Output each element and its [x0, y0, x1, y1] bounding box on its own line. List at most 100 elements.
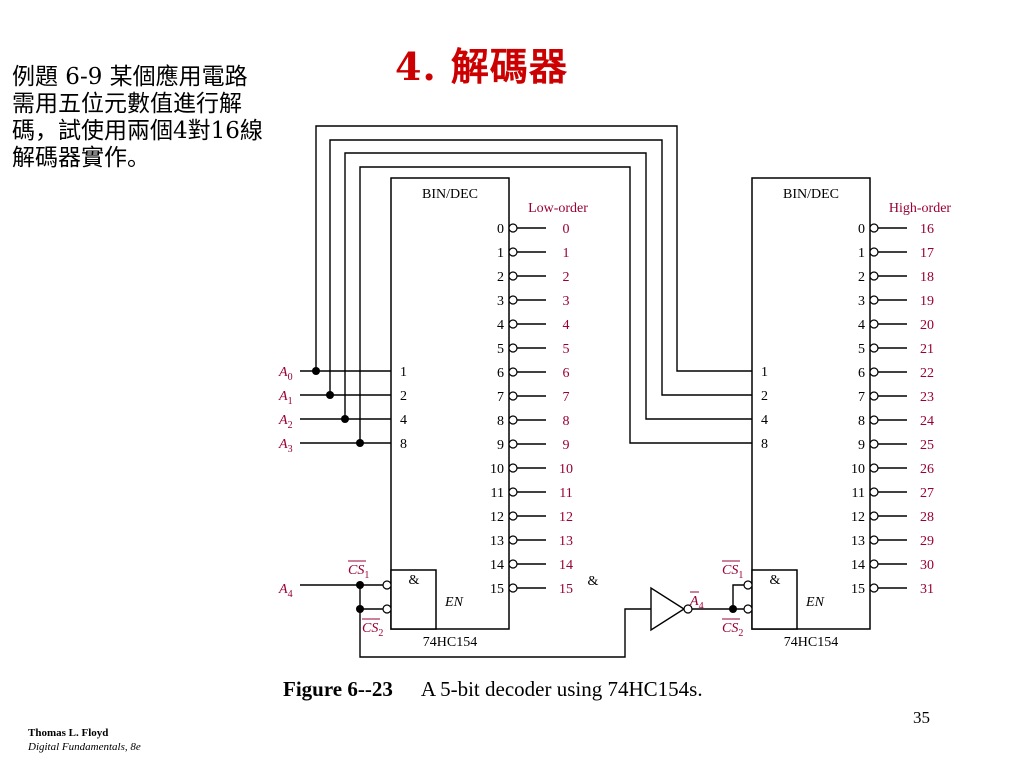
- inversion-bubble: [869, 247, 879, 257]
- high-pin-number: 0: [858, 222, 865, 237]
- cs1-label-high: CS1: [722, 563, 743, 581]
- low-output-label: 9: [563, 438, 570, 453]
- address-label-a2: A2: [278, 413, 293, 431]
- high-output-label: 17: [920, 246, 934, 261]
- low-input-weight: 8: [400, 437, 407, 452]
- high-input-weight: 2: [761, 389, 768, 404]
- inversion-bubble: [508, 271, 518, 281]
- high-output-label: 27: [920, 486, 934, 501]
- low-output-label: 3: [563, 294, 570, 309]
- low-pin-number: 3: [497, 294, 504, 309]
- high-pin-number: 3: [858, 294, 865, 309]
- inversion-bubble: [508, 535, 518, 545]
- inverter-triangle: [650, 586, 686, 632]
- inversion-bubble: [508, 415, 518, 425]
- low-pin-number: 8: [497, 414, 504, 429]
- low-order-label: Low-order: [528, 201, 588, 216]
- high-pin-number: 15: [851, 582, 865, 597]
- high-pin-number: 11: [852, 486, 865, 501]
- inversion-bubble: [508, 343, 518, 353]
- a4-to-inverter: [359, 608, 651, 658]
- inversion-bubble: [508, 319, 518, 329]
- high-chip-name: 74HC154: [784, 635, 838, 650]
- figure-caption: Figure 6--23 A 5-bit decoder using 74HC15…: [283, 677, 703, 702]
- high-output-label: 29: [920, 534, 934, 549]
- figure-number: Figure 6--23: [283, 677, 393, 701]
- high-pin-number: 9: [858, 438, 865, 453]
- low-pin-number: 11: [491, 486, 504, 501]
- low-output-label: 0: [563, 222, 570, 237]
- high-output-label: 26: [920, 462, 934, 477]
- inversion-bubble: [869, 295, 879, 305]
- high-output-label: 19: [920, 294, 934, 309]
- bus-wire: [329, 139, 752, 396]
- low-output-label: 2: [563, 270, 570, 285]
- low-en-label: EN: [444, 595, 464, 610]
- junction-dot: [356, 439, 364, 447]
- high-en-label: EN: [805, 595, 825, 610]
- low-pin-number: 7: [497, 390, 504, 405]
- high-input-weight: 1: [761, 365, 768, 380]
- inversion-bubble: [869, 463, 879, 473]
- high-output-label: 28: [920, 510, 934, 525]
- problem-statement: 例題 6-9 某個應用電路 需用五位元數值進行解 碼，試使用兩個4對16線 解碼…: [12, 64, 312, 172]
- book-title: Digital Fundamentals, 8e: [28, 741, 141, 753]
- inversion-bubble: [869, 415, 879, 425]
- inversion-bubble: [869, 511, 879, 521]
- low-pin-number: 2: [497, 270, 504, 285]
- author-footer: Thomas L. Floyd Digital Fundamentals, 8e: [28, 726, 141, 754]
- inversion-bubble: [869, 271, 879, 281]
- high-output-label: 18: [920, 270, 934, 285]
- inversion-bubble: [869, 487, 879, 497]
- high-enable-block: [751, 569, 798, 630]
- high-output-label: 30: [920, 558, 934, 573]
- high-output-label: 24: [920, 414, 934, 429]
- low-chip-name: 74HC154: [423, 635, 477, 650]
- high-output-label: 16: [920, 222, 934, 237]
- cs1-label-low: CS1: [348, 563, 369, 581]
- high-pin-number: 5: [858, 342, 865, 357]
- inversion-bubble: [508, 295, 518, 305]
- high-input-weight: 8: [761, 437, 768, 452]
- low-pin-number: 0: [497, 222, 504, 237]
- inversion-bubble: [508, 487, 518, 497]
- bus-wire: [359, 166, 752, 444]
- cs2-label-low: CS2: [362, 621, 383, 639]
- high-output-label: 22: [920, 366, 934, 381]
- high-pin-number: 1: [858, 246, 865, 261]
- low-chip-body: [390, 177, 510, 630]
- inversion-bubble: [508, 559, 518, 569]
- low-pin-number: 13: [490, 534, 504, 549]
- cs-tie-low: [359, 585, 387, 610]
- high-pin-number: 10: [851, 462, 865, 477]
- low-output-label: 8: [563, 414, 570, 429]
- junction-dot: [326, 391, 334, 399]
- high-chip-header: BIN/DEC: [783, 187, 839, 202]
- problem-line: 例題 6-9 某個應用電路: [12, 64, 248, 90]
- high-output-label: 23: [920, 390, 934, 405]
- low-output-label: 4: [563, 318, 570, 333]
- bus-wire: [315, 125, 752, 372]
- low-pin-number: 12: [490, 510, 504, 525]
- figure-title: A 5-bit decoder using 74HC154s.: [420, 677, 703, 701]
- problem-line: 碼，試使用兩個4對16線: [12, 118, 263, 144]
- low-pin-number: 9: [497, 438, 504, 453]
- low-output-label: 6: [563, 366, 570, 381]
- inversion-bubble: [683, 604, 693, 614]
- slide-number: 35: [913, 708, 930, 727]
- inversion-bubble: [743, 580, 753, 590]
- low-output-label: 12: [559, 510, 573, 525]
- low-and-symbol: &: [409, 573, 420, 588]
- junction-dot: [356, 605, 364, 613]
- inversion-bubble: [508, 463, 518, 473]
- inversion-bubble: [869, 439, 879, 449]
- inversion-bubble: [508, 223, 518, 233]
- low-pin-number: 1: [497, 246, 504, 261]
- inversion-bubble: [869, 583, 879, 593]
- high-output-label: 21: [920, 342, 934, 357]
- problem-line: 解碼器實作。: [12, 145, 150, 171]
- low-pin-number: 5: [497, 342, 504, 357]
- junction-dot: [341, 415, 349, 423]
- cs-tie-high: [732, 584, 748, 609]
